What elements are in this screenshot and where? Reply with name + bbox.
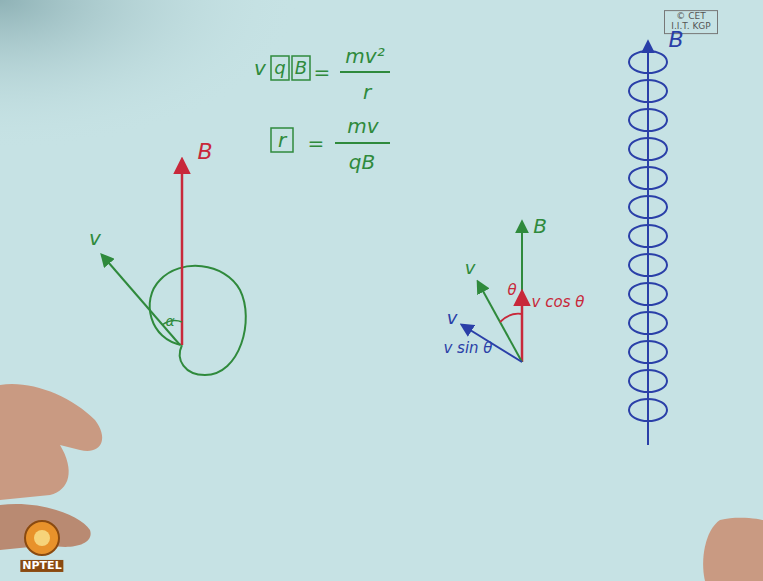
field-symbol: B bbox=[197, 140, 212, 164]
field-arrow bbox=[521, 222, 523, 362]
shadow bbox=[0, 0, 300, 150]
equation-term: v bbox=[254, 57, 266, 79]
helix-loop bbox=[629, 196, 667, 218]
component-label: v cos θ bbox=[532, 294, 585, 311]
vector-symbol: v bbox=[89, 227, 101, 249]
field-symbol: B bbox=[533, 215, 547, 237]
fraction-bar bbox=[340, 71, 390, 73]
equation-term: qB bbox=[349, 151, 375, 173]
field-arrow bbox=[181, 160, 184, 345]
logo-gear bbox=[25, 521, 59, 555]
hand bbox=[703, 518, 763, 581]
term-box bbox=[271, 128, 293, 152]
equation-term: mv bbox=[347, 115, 378, 137]
helix-loop bbox=[629, 283, 667, 305]
equation-term: r bbox=[363, 81, 371, 103]
angle-symbol: θ bbox=[507, 282, 516, 299]
term-box bbox=[271, 56, 289, 80]
helix-loop bbox=[629, 138, 667, 160]
fraction-bar bbox=[335, 142, 390, 144]
equation-term: r bbox=[278, 129, 286, 151]
term-box bbox=[292, 56, 310, 80]
helix-loop bbox=[629, 167, 667, 189]
helix-loop bbox=[629, 312, 667, 334]
component-label: v sin θ bbox=[443, 340, 492, 357]
angle-symbol: α bbox=[165, 314, 174, 329]
vector-symbol: v bbox=[465, 258, 476, 278]
helix-loop bbox=[629, 225, 667, 247]
velocity-arrow bbox=[102, 255, 180, 345]
logo-text: NPTEL bbox=[20, 560, 63, 572]
helix-loop bbox=[629, 370, 667, 392]
vector-symbol: v bbox=[447, 308, 458, 328]
helix-loop bbox=[629, 399, 667, 421]
helix bbox=[629, 51, 667, 421]
parallel-component bbox=[521, 292, 524, 362]
equation-term: mv² bbox=[345, 45, 384, 67]
helix-loop bbox=[629, 341, 667, 363]
angle-arc bbox=[500, 314, 522, 322]
helix-loop bbox=[629, 109, 667, 131]
helix-loop bbox=[629, 51, 667, 73]
equation-term: B bbox=[295, 58, 307, 78]
field-symbol: B bbox=[668, 28, 683, 52]
equation-term: q bbox=[274, 58, 285, 78]
hand bbox=[0, 384, 102, 500]
helix-loop bbox=[629, 80, 667, 102]
circular-orbit bbox=[150, 266, 246, 375]
logo-gear bbox=[34, 530, 50, 546]
equation-term: = bbox=[314, 61, 331, 83]
equation-term: = bbox=[308, 132, 325, 154]
helix-loop bbox=[629, 254, 667, 276]
